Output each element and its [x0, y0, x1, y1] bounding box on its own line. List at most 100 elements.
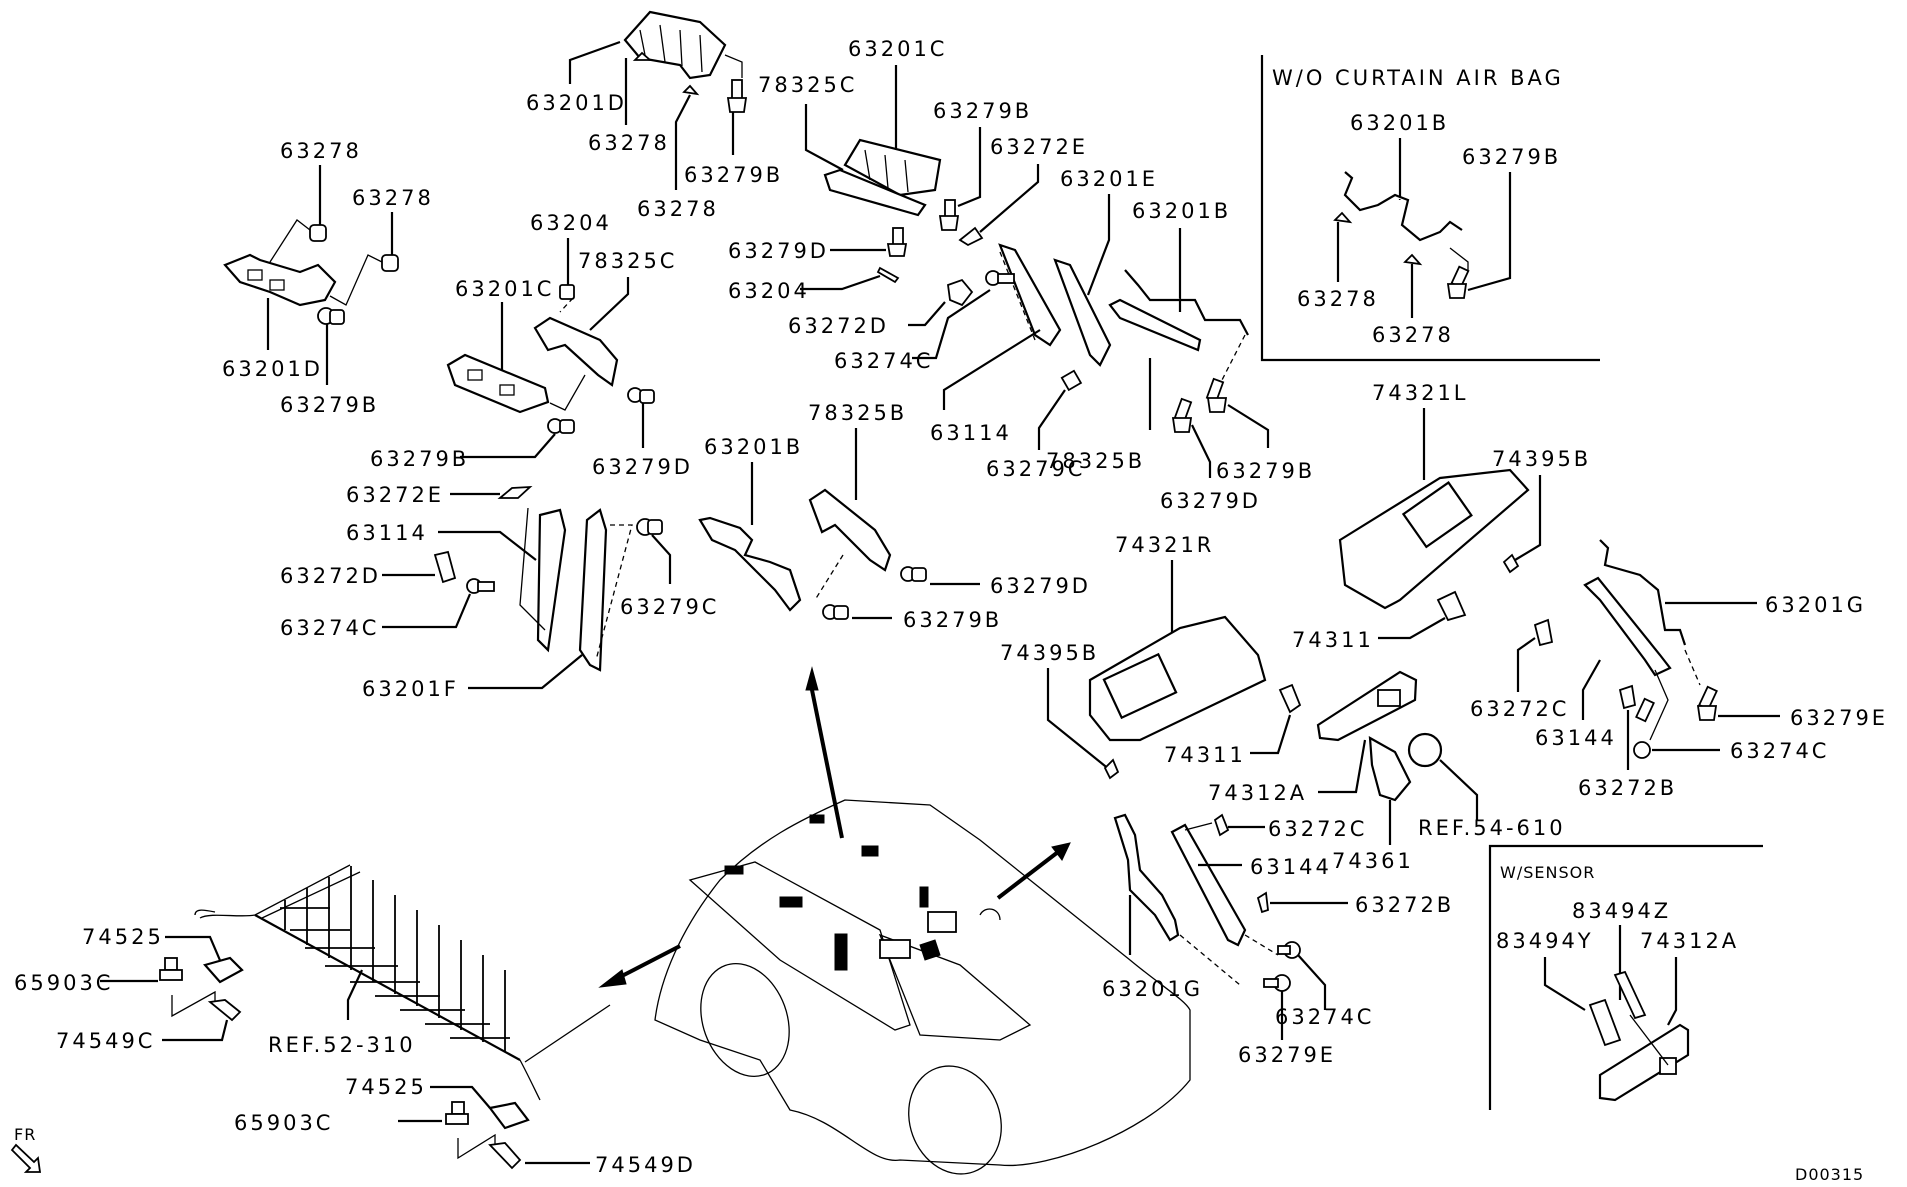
- label-83494Y: 83494Y: [1496, 929, 1594, 953]
- roof-part-marker: [809, 814, 825, 824]
- inset-with-sensor: W/SENSOR 83494Z 83494Y 74312A: [1488, 844, 1763, 1110]
- vehicle-illustration: [654, 799, 1191, 1175]
- bolt-part: [1171, 417, 1193, 433]
- label-63272D: 63272D: [280, 564, 381, 588]
- cover-part: [958, 226, 984, 247]
- bolt-part: [1696, 705, 1718, 721]
- bracket-part: [1599, 539, 1687, 646]
- nut-part: [1060, 369, 1083, 392]
- label-63144: 63144: [1250, 855, 1332, 879]
- label-74312A: 74312A: [1208, 781, 1307, 805]
- bracket-part: [698, 516, 802, 612]
- clip-part: [682, 84, 700, 96]
- label-63279B: 63279B: [280, 393, 379, 417]
- label-63279D: 63279D: [990, 574, 1091, 598]
- roof-part-marker: [919, 886, 929, 908]
- label-63201D: 63201D: [222, 357, 323, 381]
- assist-grip-part: [1108, 298, 1202, 352]
- label-74311: 74311: [1292, 628, 1374, 652]
- assist-grip-part: [998, 243, 1062, 347]
- label-63279B: 63279B: [1216, 459, 1315, 483]
- assist-grip-part: [1170, 823, 1247, 947]
- clip-part: [1403, 253, 1423, 266]
- label-63272C: 63272C: [1470, 697, 1569, 721]
- label-63201B: 63201B: [1132, 199, 1231, 223]
- label-63144: 63144: [1535, 726, 1617, 750]
- rear-view-mirror-part: [1316, 670, 1418, 742]
- bracket-part: [1113, 813, 1180, 942]
- clip-part: [1213, 813, 1230, 837]
- inset-title: W/SENSOR: [1500, 863, 1595, 882]
- label-63279B: 63279B: [370, 447, 469, 471]
- front-arrow-icon: [10, 1143, 42, 1173]
- bolt-part: [164, 957, 178, 971]
- bolt-part: [1446, 283, 1468, 299]
- clip-part: [381, 254, 399, 272]
- bracket-part: [1124, 269, 1249, 336]
- bolt-part: [731, 79, 743, 101]
- label-74525: 74525: [345, 1075, 427, 1099]
- car-body-outline: [654, 799, 1191, 1167]
- part-group-center-grip: 63201B 78325B 63279D 63279B: [698, 401, 1091, 632]
- arrow-up: [810, 689, 844, 839]
- grip-bracket-part: [1053, 258, 1112, 367]
- label-63114: 63114: [346, 521, 428, 545]
- front-direction-marker: FR: [10, 1125, 42, 1173]
- label-63279C: 63279C: [986, 457, 1085, 481]
- label-63278: 63278: [352, 186, 434, 210]
- label-ref-54-610: REF.54-610: [1418, 816, 1566, 840]
- clip-part: [309, 224, 327, 242]
- label-78325C: 78325C: [758, 73, 857, 97]
- label-63272B: 63272B: [1578, 776, 1677, 800]
- screw-part: [1633, 741, 1651, 759]
- bracket-part: [1343, 171, 1463, 242]
- label-63201G: 63201G: [1765, 593, 1866, 617]
- label-65903C: 65903C: [14, 971, 113, 995]
- label-63272E: 63272E: [346, 483, 444, 507]
- roof-part-marker: [724, 865, 744, 875]
- label-63279C: 63279C: [620, 595, 719, 619]
- label-63201C: 63201C: [455, 277, 554, 301]
- label-74549C: 74549C: [56, 1029, 155, 1053]
- label-63201G: 63201G: [1102, 977, 1203, 1001]
- label-78325B: 78325B: [1046, 449, 1145, 473]
- mirror-mount: [1377, 689, 1401, 707]
- label-63279B: 63279B: [903, 608, 1002, 632]
- clip-part: [1502, 553, 1520, 574]
- assist-grip-part: [1583, 576, 1672, 677]
- label-63204: 63204: [728, 279, 810, 303]
- cargo-hook-part: [488, 1101, 530, 1130]
- label-63278: 63278: [280, 139, 362, 163]
- label-63201D: 63201D: [526, 91, 627, 115]
- assist-grip-part: [533, 316, 619, 387]
- arrow-right: [996, 850, 1060, 900]
- label-63274C: 63274C: [1275, 1005, 1374, 1029]
- label-63278: 63278: [588, 131, 670, 155]
- sensor-part: [1588, 998, 1622, 1047]
- part-group-lower-right-grip: 63272C 63144 63272B 63201G 63274C 63279E: [1102, 813, 1451, 1067]
- label-63201C: 63201C: [848, 37, 947, 61]
- bolt-part: [1206, 397, 1228, 413]
- sensor-part: [1407, 732, 1443, 768]
- part-group-sun-visors: 74321L 74395B 74321R 74395B 74311 74311 …: [1000, 381, 1588, 873]
- mirror-mount: [1659, 1057, 1677, 1075]
- label-63279B: 63279B: [1462, 145, 1561, 169]
- bracket-part: [207, 999, 242, 1022]
- label-63272C: 63272C: [1268, 817, 1367, 841]
- label-63279E: 63279E: [1238, 1043, 1336, 1067]
- label-74549D: 74549D: [595, 1153, 696, 1177]
- label-83494Z: 83494Z: [1572, 899, 1671, 923]
- clip-part: [632, 51, 653, 61]
- label-63274C: 63274C: [280, 616, 379, 640]
- fr-label: FR: [14, 1125, 36, 1144]
- clip-part: [1103, 758, 1120, 780]
- label-63201B: 63201B: [1350, 111, 1449, 135]
- cargo-hook-part: [203, 956, 244, 984]
- inset-title: W/O CURTAIN AIR BAG: [1272, 66, 1564, 90]
- cover-part: [1618, 684, 1637, 710]
- clip-part: [1256, 891, 1269, 914]
- grip-bracket-part: [446, 353, 550, 414]
- cargo-net-mesh: [280, 866, 510, 1052]
- label-63201E: 63201E: [1060, 167, 1158, 191]
